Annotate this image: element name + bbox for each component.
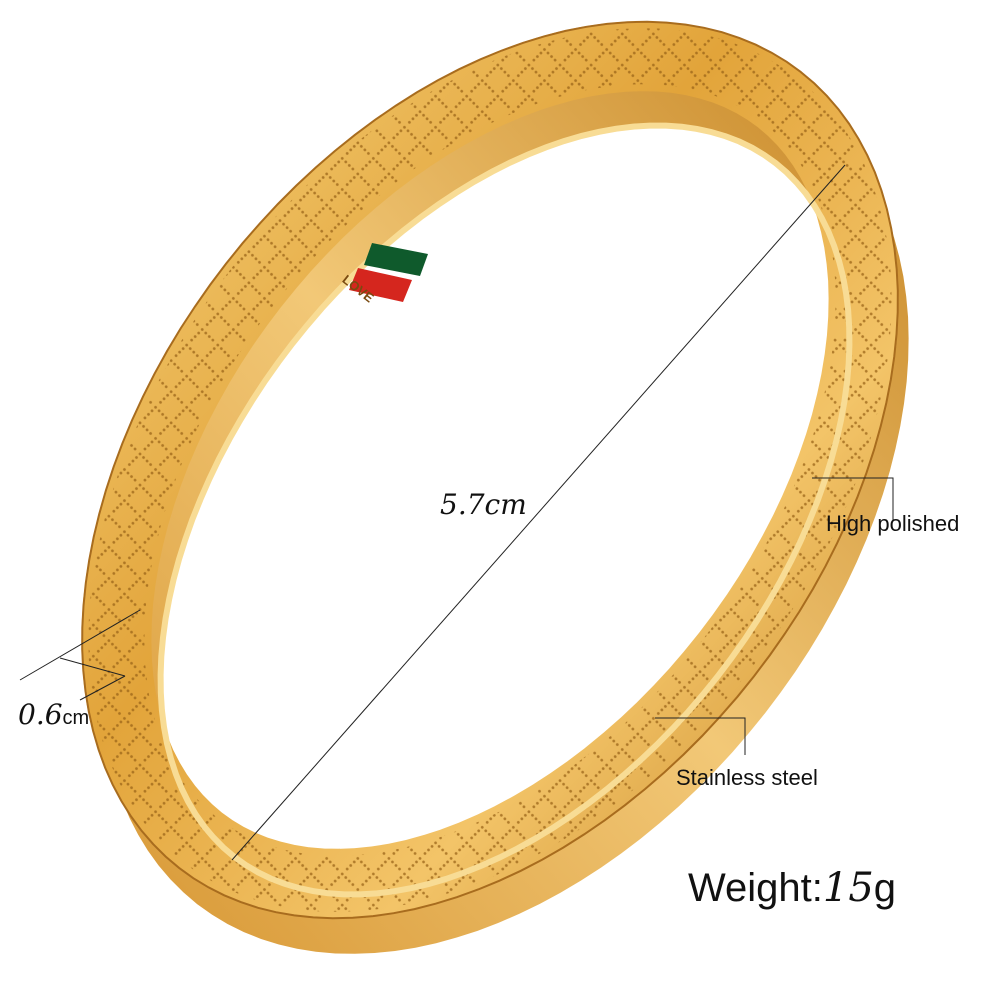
- width-label: 0.6cm: [18, 698, 90, 731]
- finish-label: High polished: [826, 511, 960, 536]
- bangle-pattern: [88, 28, 892, 912]
- bangle-band: [81, 21, 899, 919]
- weight-value: 15: [822, 865, 874, 911]
- enamel-stripes: [349, 243, 428, 302]
- bangle-inner-edge: [157, 122, 853, 898]
- weight-caption: Weight:: [688, 866, 823, 910]
- bangle: [81, 20, 909, 954]
- material-label: Stainless steel: [676, 765, 818, 790]
- measurement-lines: [19, 164, 894, 861]
- bangle-outer-edge: [81, 20, 899, 920]
- width-value: 0.6: [18, 698, 63, 731]
- weight-label: Weight:15g: [688, 866, 896, 910]
- diameter-line: [231, 164, 846, 861]
- diameter-label: 5.7cm: [440, 488, 527, 521]
- width-unit: cm: [62, 707, 90, 729]
- weight-unit: g: [873, 866, 897, 910]
